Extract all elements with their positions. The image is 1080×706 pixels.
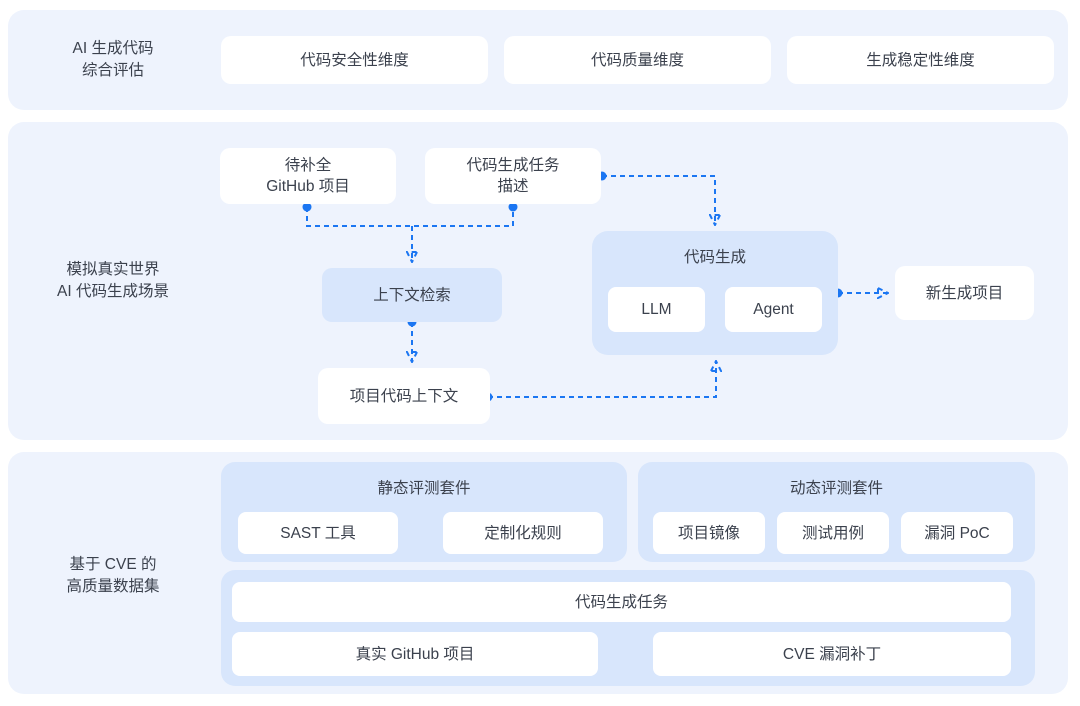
node-agent: Agent (725, 287, 822, 332)
static-suite-title: 静态评测套件 (377, 480, 471, 497)
band-scenario-label-line2: AI 代码生成场景 (57, 283, 169, 300)
connector-context-to-codegen (488, 363, 716, 398)
node-llm: LLM (608, 287, 705, 332)
band-dataset-label: 基于 CVE 的 高质量数据集 (8, 554, 218, 598)
band-evaluation-label-line2: 综合评估 (81, 62, 144, 79)
band-dataset-label-line1: 基于 CVE 的 (69, 556, 157, 573)
band-scenario: 模拟真实世界 AI 代码生成场景 待补全 GitHub 项目 (8, 122, 1068, 440)
node-vulnerability-poc: 漏洞 PoC (901, 512, 1013, 554)
node-incomplete-line1: 待补全 (284, 157, 332, 174)
connector-inputs-merge (306, 207, 514, 227)
band-evaluation-label-line1: AI 生成代码 (72, 40, 154, 57)
group-dynamic-eval-suite: 动态评测套件 项目镜像 测试用例 漏洞 PoC (638, 462, 1035, 562)
node-context-retrieval: 上下文检索 (322, 268, 502, 322)
group-static-eval-suite: 静态评测套件 SAST 工具 定制化规则 (221, 462, 627, 562)
band-dataset-label-line2: 高质量数据集 (66, 578, 160, 595)
band-dataset: 基于 CVE 的 高质量数据集 静态评测套件 SAST 工具 定制化规则 动态评… (8, 452, 1068, 694)
band-scenario-label: 模拟真实世界 AI 代码生成场景 (8, 259, 218, 303)
node-cve-vulnerability-patch: CVE 漏洞补丁 (653, 632, 1011, 676)
dimension-box-security: 代码安全性维度 (221, 36, 488, 84)
dimension-box-quality: 代码质量维度 (504, 36, 771, 84)
node-incomplete-line2: GitHub 项目 (266, 178, 350, 195)
group-code-generation-title: 代码生成 (683, 249, 746, 266)
group-code-generation: 代码生成 LLM Agent (592, 231, 838, 355)
node-test-cases: 测试用例 (777, 512, 889, 554)
node-project-code-context: 项目代码上下文 (318, 368, 490, 424)
node-project-image: 项目镜像 (653, 512, 765, 554)
band-scenario-label-line1: 模拟真实世界 (66, 261, 160, 278)
node-custom-rules: 定制化规则 (443, 512, 603, 554)
node-code-generation-task: 代码生成任务 (232, 582, 1011, 622)
static-suite-row: SAST 工具 定制化规则 (238, 512, 603, 554)
node-new-generated-project: 新生成项目 (895, 266, 1034, 320)
node-task-line2: 描述 (497, 178, 529, 195)
dimension-box-stability: 生成稳定性维度 (787, 36, 1054, 84)
band-evaluation: AI 生成代码 综合评估 代码安全性维度 代码质量维度 生成稳定性维度 (8, 10, 1068, 110)
group-code-generation-row: LLM Agent (608, 287, 822, 332)
group-dataset-items: 代码生成任务 真实 GitHub 项目 CVE 漏洞补丁 (221, 570, 1035, 686)
node-task-description: 代码生成任务 描述 (425, 148, 601, 204)
node-task-line1: 代码生成任务 (466, 157, 560, 174)
dynamic-suite-row: 项目镜像 测试用例 漏洞 PoC (653, 512, 1013, 554)
node-real-github-project: 真实 GitHub 项目 (232, 632, 598, 676)
node-sast-tools: SAST 工具 (238, 512, 398, 554)
connector-task-to-codegen (602, 175, 715, 223)
node-incomplete-github-project: 待补全 GitHub 项目 (220, 148, 396, 204)
dynamic-suite-title: 动态评测套件 (789, 480, 883, 497)
evaluation-dimensions-row: 代码安全性维度 代码质量维度 生成稳定性维度 (221, 36, 1054, 84)
band-evaluation-label: AI 生成代码 综合评估 (8, 38, 218, 82)
